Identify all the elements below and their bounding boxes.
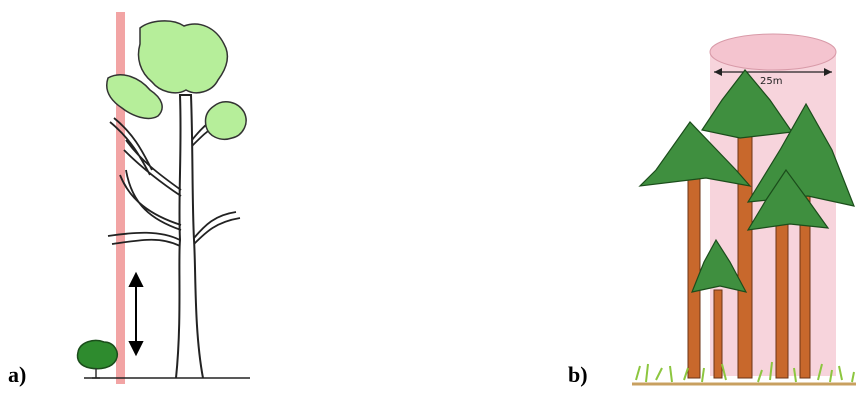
foliage-left [106,74,163,120]
tree-branch-right-lower [193,211,241,245]
conifer-crown-3 [746,102,855,207]
height-double-arrow [128,271,144,357]
panel-a-diagram [76,12,250,384]
conifer-crown-1 [638,121,752,187]
trunk-3 [775,199,789,379]
trunk-2 [737,119,753,379]
panel-b-diagram: 25m [632,33,856,386]
tree-branch-left-lower [107,231,181,247]
conifer-crown-2 [701,69,794,139]
bare-tree-trunk [175,94,204,379]
foliage-top [137,20,229,94]
plot-cylinder-top [709,33,837,71]
foliage-right [204,100,247,140]
conifer-crowns [638,69,855,293]
small-shrub [76,339,118,379]
trunk-1 [687,169,701,379]
conifer-crown-5 [691,238,748,293]
radius-arrow-left [714,68,722,76]
vertical-reference-line [116,12,125,384]
grass-tufts [635,361,855,383]
tree-branch-left-upper [109,117,182,197]
radius-arrow-right [824,68,832,76]
trunk-5 [713,289,723,379]
tree-branch-left-mid [119,169,182,231]
panel-b-label: b) [568,362,588,387]
conifer-crown-4 [746,168,830,231]
panel-a-label: a) [8,362,27,387]
plot-radius-label: 25m [760,76,782,87]
